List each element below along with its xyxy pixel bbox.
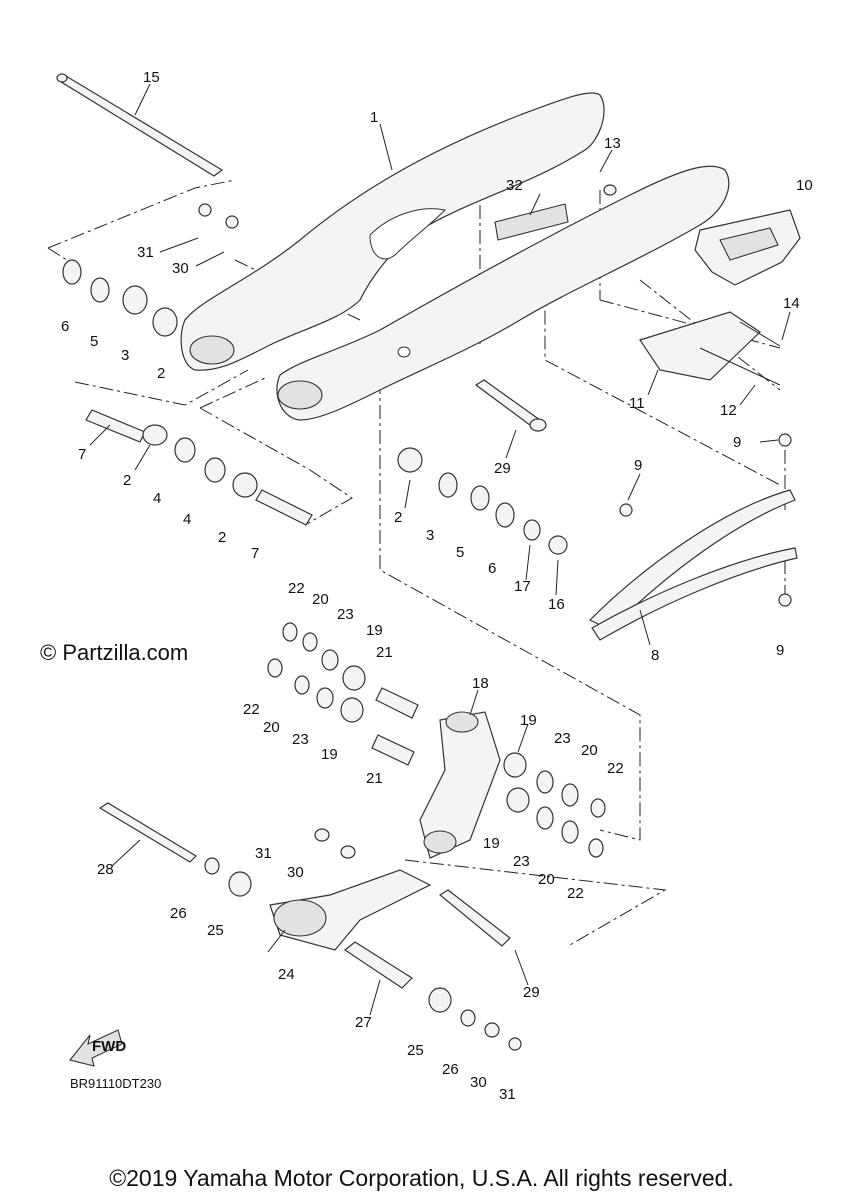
callout-9-mid: 9 — [634, 457, 642, 474]
callout-10: 10 — [796, 177, 813, 194]
callout-29-lower: 29 — [523, 984, 540, 1001]
part-32-label — [494, 203, 569, 241]
part-18-relay-arm — [419, 711, 501, 859]
callout-9-bottom: 9 — [776, 642, 784, 659]
callout-18: 18 — [472, 675, 489, 692]
callout-20-d: 20 — [538, 871, 555, 888]
callout-16: 16 — [548, 596, 565, 613]
callout-31-lower-a: 31 — [255, 845, 272, 862]
callout-30-upper: 30 — [172, 260, 189, 277]
callout-19-c: 19 — [520, 712, 537, 729]
parts-small-washers-bearings — [62, 184, 792, 1051]
callout-27: 27 — [355, 1014, 372, 1031]
part-10-chain-guard — [694, 209, 801, 286]
callout-labels: 15 1 13 32 10 31 30 6 5 3 2 14 11 12 7 2… — [61, 69, 813, 1103]
callout-24: 24 — [278, 966, 295, 983]
callout-7-left: 7 — [78, 446, 86, 463]
callout-6-left: 6 — [61, 318, 69, 335]
callout-22-c: 22 — [607, 760, 624, 777]
leader-lines — [89, 83, 791, 1016]
callout-15: 15 — [143, 69, 160, 86]
callout-20-a: 20 — [312, 591, 329, 608]
callout-2-left-mid: 2 — [123, 472, 131, 489]
callout-2-left-top: 2 — [157, 365, 165, 382]
callout-22-b: 22 — [243, 701, 260, 718]
callout-19-b: 19 — [321, 746, 338, 763]
callout-20-b: 20 — [263, 719, 280, 736]
callout-2-right: 2 — [394, 509, 402, 526]
part-27-collar — [343, 941, 413, 989]
callout-19-d: 19 — [483, 835, 500, 852]
callout-9-top: 9 — [733, 434, 741, 451]
callout-5-left: 5 — [90, 333, 98, 350]
callout-31-upper: 31 — [137, 244, 154, 261]
callout-30-lower-b: 30 — [470, 1074, 487, 1091]
part-1-swingarm — [180, 92, 730, 421]
part-29-bolt-lower — [438, 889, 511, 947]
callout-6-right: 6 — [488, 560, 496, 577]
callout-3-left: 3 — [121, 347, 129, 364]
part-12-bolt — [699, 347, 781, 386]
callout-21-b: 21 — [366, 770, 383, 787]
callout-29-upper: 29 — [494, 460, 511, 477]
fwd-label: FWD — [92, 1038, 126, 1055]
callout-23-a: 23 — [337, 606, 354, 623]
callout-11: 11 — [629, 395, 645, 412]
fwd-arrow-icon: FWD — [69, 1029, 126, 1067]
callout-21-a: 21 — [376, 644, 393, 661]
callout-4-left-a: 4 — [153, 490, 161, 507]
callout-25-a: 25 — [207, 922, 224, 939]
part-14-bolt — [739, 321, 781, 347]
callout-1: 1 — [370, 109, 378, 126]
callout-19-a: 19 — [366, 622, 383, 639]
part-8-chain-slider — [588, 489, 798, 641]
part-24-connecting-rod — [269, 869, 432, 951]
callout-4-left-b: 4 — [183, 511, 191, 528]
callout-32: 32 — [506, 177, 523, 194]
callout-7-right: 7 — [251, 545, 259, 562]
callout-31-lower-b: 31 — [499, 1086, 516, 1103]
callout-22-d: 22 — [567, 885, 584, 902]
diagram-code: BR91110DT230 — [70, 1076, 162, 1091]
callout-3-right: 3 — [426, 527, 434, 544]
part-29-bolt-upper — [474, 379, 547, 432]
callout-25-b: 25 — [407, 1042, 424, 1059]
callout-20-c: 20 — [581, 742, 598, 759]
callout-14: 14 — [783, 295, 800, 312]
callout-23-d: 23 — [513, 853, 530, 870]
callout-26-a: 26 — [170, 905, 187, 922]
callout-23-b: 23 — [292, 731, 309, 748]
callout-26-b: 26 — [442, 1061, 459, 1078]
callout-5-right: 5 — [456, 544, 464, 561]
partzilla-watermark: © Partzilla.com — [40, 640, 189, 665]
callout-17: 17 — [514, 578, 531, 595]
copyright-notice: ©2019 Yamaha Motor Corporation, U.S.A. A… — [109, 1165, 734, 1191]
callout-22-a: 22 — [288, 580, 305, 597]
callout-2-left-bottom: 2 — [218, 529, 226, 546]
callout-28: 28 — [97, 861, 114, 878]
part-11-chain-support — [639, 311, 761, 381]
callout-13: 13 — [604, 135, 621, 152]
part-15-pivot-shaft — [56, 73, 224, 177]
part-28-bolt — [98, 802, 197, 863]
callout-23-c: 23 — [554, 730, 571, 747]
callout-30-lower-a: 30 — [287, 864, 304, 881]
callout-8: 8 — [651, 647, 659, 664]
callout-12: 12 — [720, 402, 737, 419]
